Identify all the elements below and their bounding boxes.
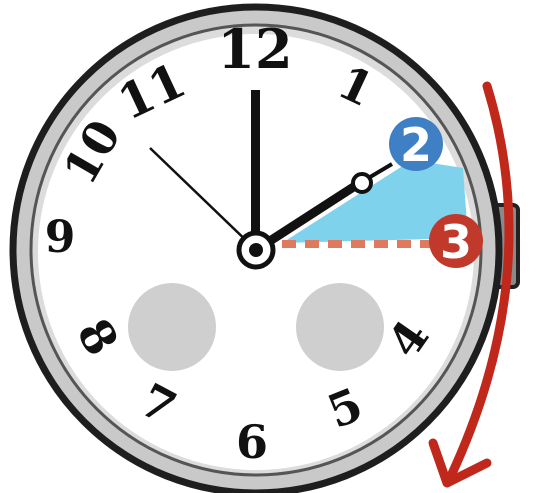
- minute-hand: [251, 90, 260, 250]
- center-hub-dot: [249, 243, 263, 257]
- numeral-6: 6: [236, 415, 268, 469]
- numeral-12: 12: [217, 17, 292, 81]
- marker-3-label: 3: [440, 215, 472, 269]
- subdial-right: [296, 283, 384, 371]
- subdial-left: [128, 283, 216, 371]
- hour-hand-ring: [353, 174, 371, 192]
- numeral-9: 9: [45, 212, 76, 263]
- marker-2-label: 2: [400, 118, 432, 172]
